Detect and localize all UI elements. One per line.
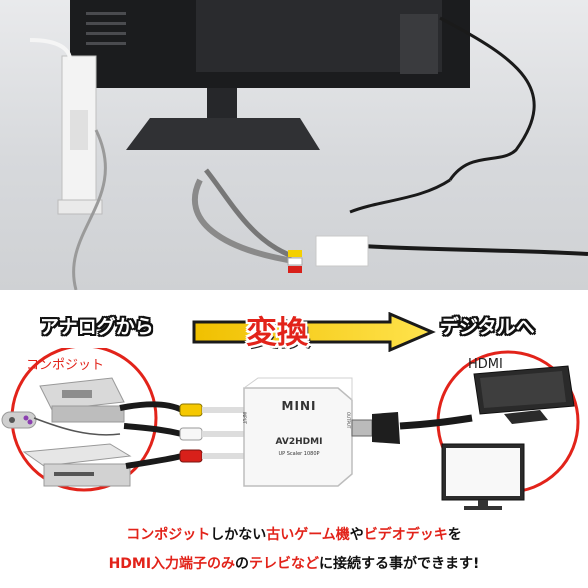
caption-segment: ビデオデッキ [363,527,448,543]
tv-icon [441,443,525,510]
monitor-icon [473,365,575,424]
converter-brand: MINI [281,399,317,413]
hdmi-plug-icon [351,412,473,444]
arrow-right-icon [192,312,436,352]
tv-setup-illustration [29,0,588,290]
vcr-icon [22,443,132,487]
caption-segment: HDMI入力端子のみ [108,556,236,572]
diagram-illustration [1,348,580,510]
caption-segment: の [235,556,250,572]
label-composite: コンポジット [26,358,105,373]
product-photo [0,0,588,290]
game-console-icon [39,377,125,423]
connection-diagram [0,348,588,540]
caption-segment: コンポジット [126,527,211,543]
controller-icon [1,411,121,436]
caption-segment: に接続する事ができます! [319,556,480,572]
caption-segment: テレビなど [249,556,320,572]
caption-line-2: HDMI入力端子のみのテレビなどに接続する事ができます! [0,553,588,573]
converter-model: AV2HDMI [275,437,323,447]
caption-segment: 古いゲーム機 [266,527,350,543]
rca-plug-icon [179,403,244,463]
headline-convert: 変換 [246,315,308,351]
caption-line-1: コンポジットしかない古いゲーム機やビデオデッキを [0,524,588,544]
label-hdmi: HDMI [468,357,503,372]
headline-digital: デジタルへ [440,316,535,338]
converter-input-label: INPUT [242,412,247,424]
converter-scaler-text: UP Scaler 1080P [278,451,320,457]
headline-analog: アナログから [40,316,154,338]
caption-segment: を [447,527,462,543]
converter-output-label: OUTPUT [346,412,351,429]
caption-segment: しかない [210,527,267,543]
converter-box [243,377,353,487]
caption-segment: や [349,527,364,543]
